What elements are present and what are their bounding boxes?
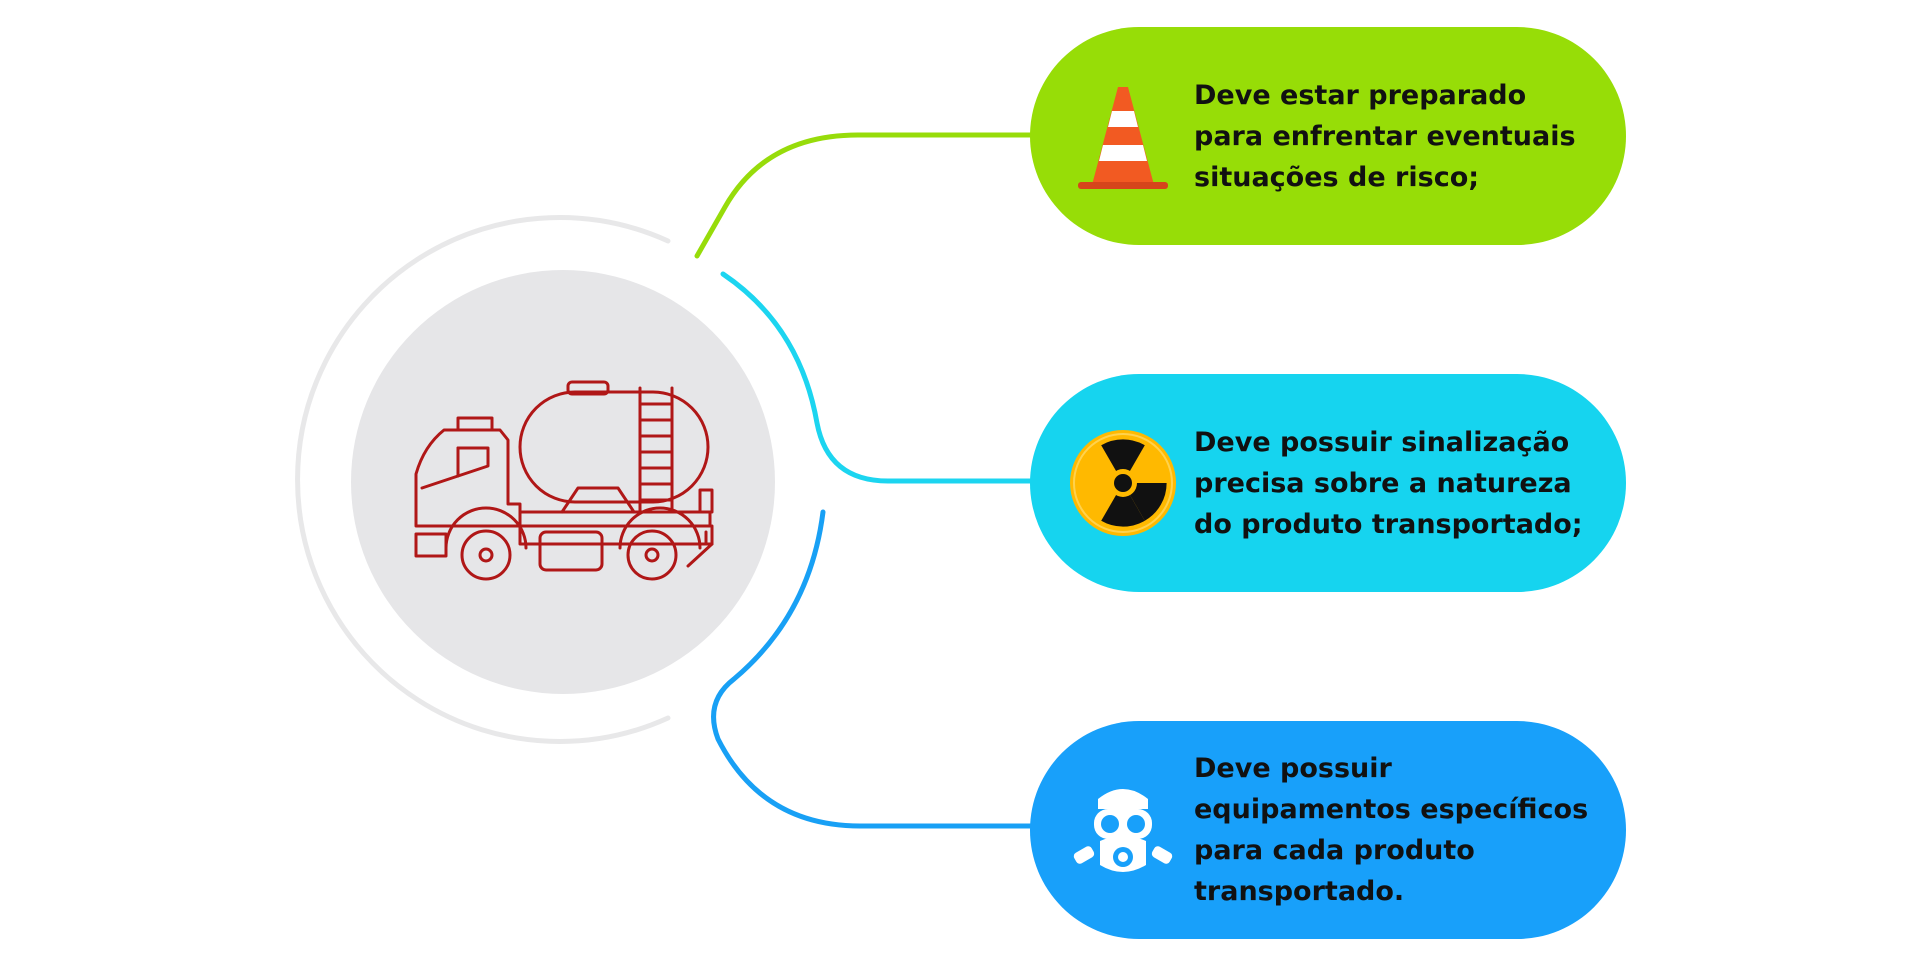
info-pill-hazard-signage: Deve possuir sinalização precisa sobre a…: [1030, 374, 1626, 592]
hub-circle: [351, 270, 775, 694]
pill-text-specific-equipment: Deve possuir equipamentos específicos pa…: [1194, 753, 1589, 907]
connector-cyan: [720, 271, 1035, 484]
info-pill-specific-equipment: Deve possuir equipamentos específicos pa…: [1030, 721, 1626, 939]
pill-text-risk-preparedness: Deve estar preparado para enfrentar even…: [1194, 79, 1576, 193]
tanker-truck-icon: [414, 380, 714, 581]
traffic-cone-icon: [1078, 87, 1168, 189]
connector-blue: [711, 509, 1035, 829]
outer-ring-arc: [295, 215, 671, 744]
gas-mask-icon: [1073, 789, 1173, 872]
info-pill-risk-preparedness: Deve estar preparado para enfrentar even…: [1030, 27, 1626, 245]
pill-text-hazard-signage: Deve possuir sinalização precisa sobre a…: [1194, 426, 1583, 540]
connector-green: [694, 132, 1035, 259]
radiation-hazard-icon: [1070, 430, 1176, 536]
